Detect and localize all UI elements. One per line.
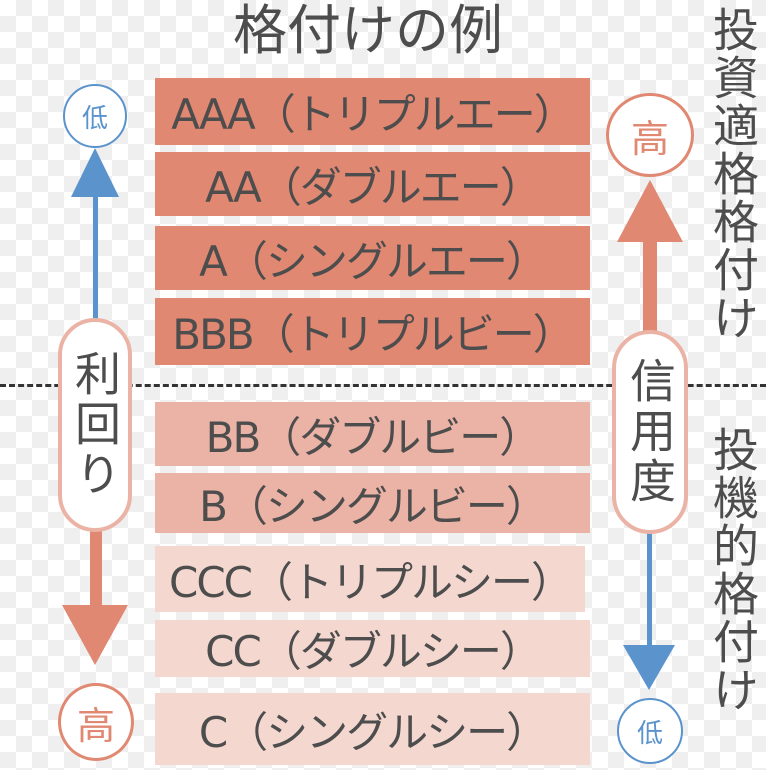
rating-cc: CC（ダブルシー） [155, 620, 590, 677]
rating-aa: AA（ダブルエー） [155, 152, 590, 216]
rating-a: A（シングルエー） [155, 226, 590, 290]
right-up-arrow-shaft [643, 235, 657, 335]
right-up-arrow-head [617, 180, 683, 242]
left-down-arrow-head [62, 605, 128, 665]
rating-bb: BB（ダブルビー） [155, 402, 590, 466]
right-axis-creditworthiness-label: 信用度 [612, 330, 688, 534]
diagram-title: 格付けの例 [233, 0, 503, 62]
investment-speculative-divider [0, 384, 766, 387]
rating-b: B（シングルビー） [155, 473, 590, 533]
left-low-circle: 低 [63, 84, 127, 148]
rating-ccc: CCC（トリプルシー） [155, 546, 585, 612]
left-axis-yield-label: 利回り [58, 318, 132, 532]
left-down-arrow-shaft [90, 528, 102, 608]
right-down-arrow-shaft [647, 530, 652, 648]
rating-c: C（シングルシー） [155, 693, 590, 765]
rating-bbb: BBB（トリプルビー） [155, 298, 590, 365]
right-high-circle: 高 [606, 93, 694, 177]
right-down-arrow-head [623, 645, 675, 690]
rating-aaa: AAA（トリプルエー） [155, 78, 590, 145]
investment-grade-label: 投資適格格付け [706, 6, 760, 342]
left-up-arrow-head [71, 148, 119, 197]
left-up-arrow-shaft [93, 190, 98, 322]
right-low-circle: 低 [617, 698, 683, 764]
speculative-grade-label: 投機的格付け [706, 426, 760, 714]
left-high-circle: 高 [58, 683, 134, 761]
